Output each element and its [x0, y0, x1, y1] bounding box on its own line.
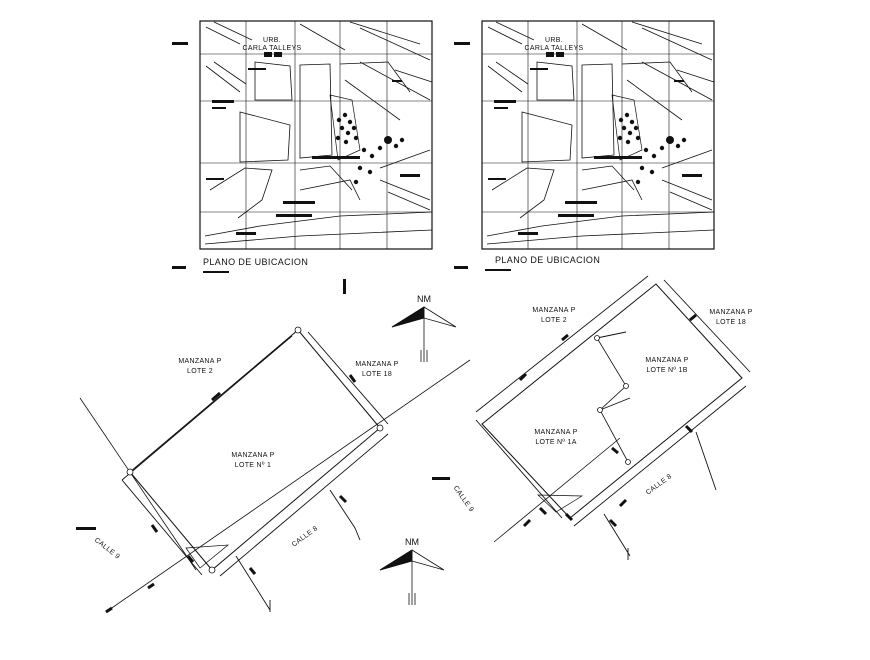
lot-label: MANZANA P — [231, 452, 274, 459]
location-map-label-1: URB. — [263, 37, 281, 44]
scale-bar — [432, 477, 450, 480]
lot-label: LOTE Nº 1A — [535, 439, 576, 446]
location-plan-right — [481, 20, 715, 250]
scale-bar — [454, 42, 470, 45]
neighbor-label: LOTE 18 — [362, 371, 392, 378]
lot-label: LOTE Nº 1B — [646, 367, 687, 374]
neighbor-label: MANZANA P — [709, 309, 752, 316]
neighbor-label: LOTE 2 — [187, 368, 213, 375]
street-label: CALLE 8 — [291, 525, 319, 548]
caption-underline — [485, 269, 511, 271]
north-arrow-label: NM — [405, 537, 419, 547]
location-map-label-2: CARLA TALLEYS — [525, 45, 584, 52]
lot-label: LOTE Nº 1 — [235, 462, 271, 469]
location-plan-caption-right: PLANO DE UBICACION — [495, 255, 600, 265]
neighbor-label: MANZANA P — [532, 307, 575, 314]
scale-bar — [172, 42, 188, 45]
north-arrow-top — [391, 306, 457, 362]
neighbor-label: MANZANA P — [355, 361, 398, 368]
street-label: CALLE 9 — [93, 537, 121, 561]
location-plan-caption-left: PLANO DE UBICACION — [203, 257, 308, 267]
separator-mark — [343, 279, 346, 294]
scale-bar — [454, 266, 468, 269]
location-map-label-1: URB. — [545, 37, 563, 44]
scale-bar — [172, 266, 186, 269]
scale-bar — [76, 527, 96, 530]
neighbor-label: LOTE 2 — [541, 317, 567, 324]
site-plan-right — [475, 275, 751, 560]
caption-underline — [203, 271, 229, 273]
neighbor-label: LOTE 18 — [716, 319, 746, 326]
north-arrow-label: NM — [417, 294, 431, 304]
neighbor-label: MANZANA P — [178, 358, 221, 365]
street-label: CALLE 9 — [452, 485, 475, 514]
site-plan-left — [79, 326, 471, 614]
lot-label: MANZANA P — [645, 357, 688, 364]
location-map-label-2: CARLA TALLEYS — [243, 45, 302, 52]
lot-label: MANZANA P — [534, 429, 577, 436]
street-label: CALLE 8 — [645, 473, 673, 496]
location-plan-left — [199, 20, 433, 250]
north-arrow-bottom — [379, 549, 445, 605]
